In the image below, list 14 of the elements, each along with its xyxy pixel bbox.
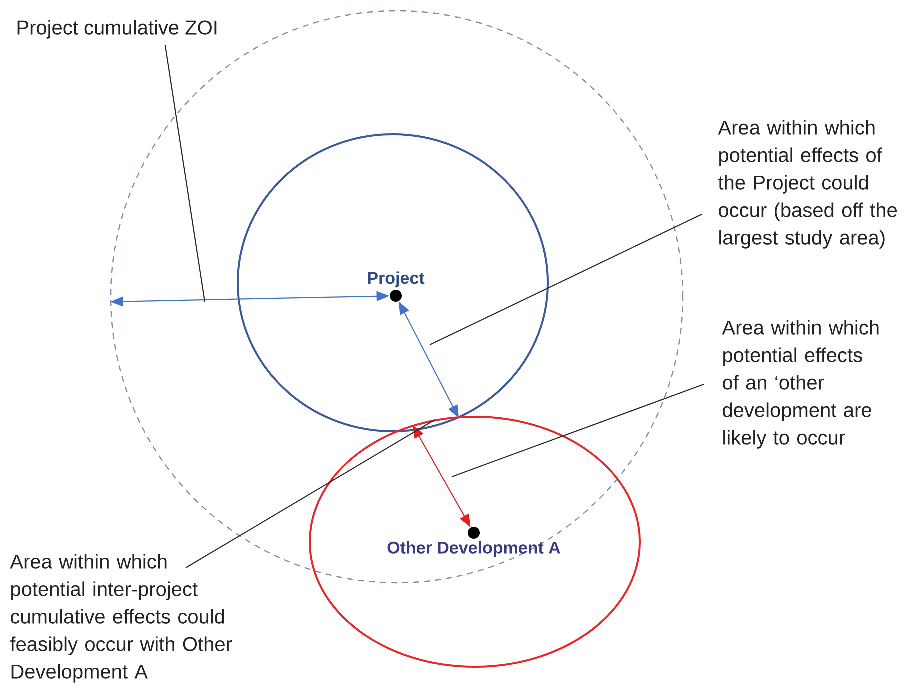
node-label: Project <box>368 272 425 288</box>
leader-line <box>164 44 206 302</box>
ellipse-outline <box>237 134 549 432</box>
ellipse-outline <box>309 416 641 668</box>
callout-text: Area within which potential effects of the Project could occur (based off the largest study area) <box>718 120 898 249</box>
leader-line <box>430 214 702 346</box>
leader-line <box>452 384 704 478</box>
leader-line <box>186 420 436 568</box>
callout-text: Area within which potential effects of an ‘other development are likely to occur <box>722 320 879 449</box>
callout-text: Project cumulative ZOI <box>18 20 217 39</box>
labeled-point: Project <box>368 272 425 302</box>
labeled-point: Other Development A <box>388 527 560 558</box>
node-label: Other Development A <box>388 541 560 558</box>
callout-text: Area within which potential inter-project cumulative effects could feasibly occur with Other Development A <box>10 554 232 683</box>
